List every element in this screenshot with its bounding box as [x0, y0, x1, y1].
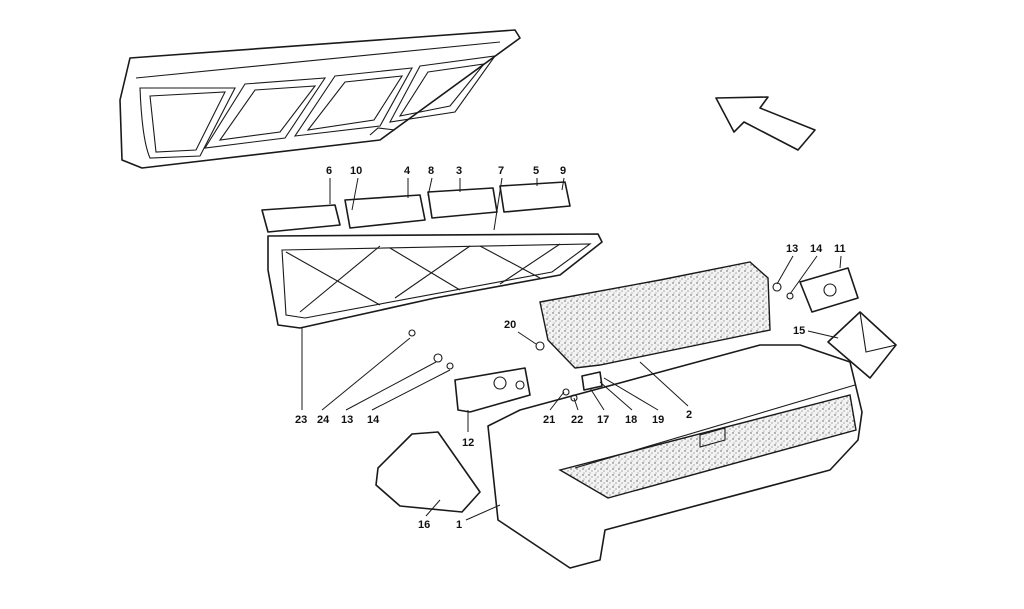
callout-18: 18 [625, 414, 637, 426]
rear-shelf-panel [539, 261, 771, 369]
callout-13-lower: 13 [341, 414, 353, 426]
leader-lines [301, 177, 842, 521]
callout-4: 4 [404, 165, 411, 177]
callout-24: 24 [317, 414, 330, 426]
luggage-tub [487, 344, 863, 569]
callout-14-upper: 14 [810, 243, 823, 255]
callout-9: 9 [560, 165, 566, 177]
callout-19: 19 [652, 414, 664, 426]
callout-22: 22 [571, 414, 583, 426]
engine-lid [119, 29, 521, 169]
callout-14-lower: 14 [367, 414, 380, 426]
callout-2: 2 [686, 409, 692, 421]
callout-13-upper: 13 [786, 243, 798, 255]
callout-10: 10 [350, 165, 362, 177]
side-panel [375, 431, 481, 513]
direction-arrow-icon [715, 96, 816, 151]
callout-1: 1 [456, 519, 462, 531]
insulation-pads [261, 181, 571, 233]
callout-12: 12 [462, 437, 474, 449]
callout-3: 3 [456, 165, 462, 177]
callout-20: 20 [504, 319, 516, 331]
callout-21: 21 [543, 414, 555, 426]
callout-8: 8 [428, 165, 434, 177]
callout-23: 23 [295, 414, 307, 426]
bracket-right [799, 267, 859, 313]
callout-11: 11 [834, 243, 846, 255]
grille-frame [267, 233, 603, 329]
callout-5: 5 [533, 165, 539, 177]
callout-7: 7 [498, 165, 504, 177]
angle-bracket [827, 311, 897, 379]
bracket-left [454, 367, 531, 413]
callout-labels: 6 10 4 8 3 7 5 9 13 14 11 15 20 23 24 13… [295, 165, 846, 531]
callout-17: 17 [597, 414, 609, 426]
callout-15: 15 [793, 325, 805, 337]
callout-16: 16 [418, 519, 430, 531]
callout-6: 6 [326, 165, 332, 177]
